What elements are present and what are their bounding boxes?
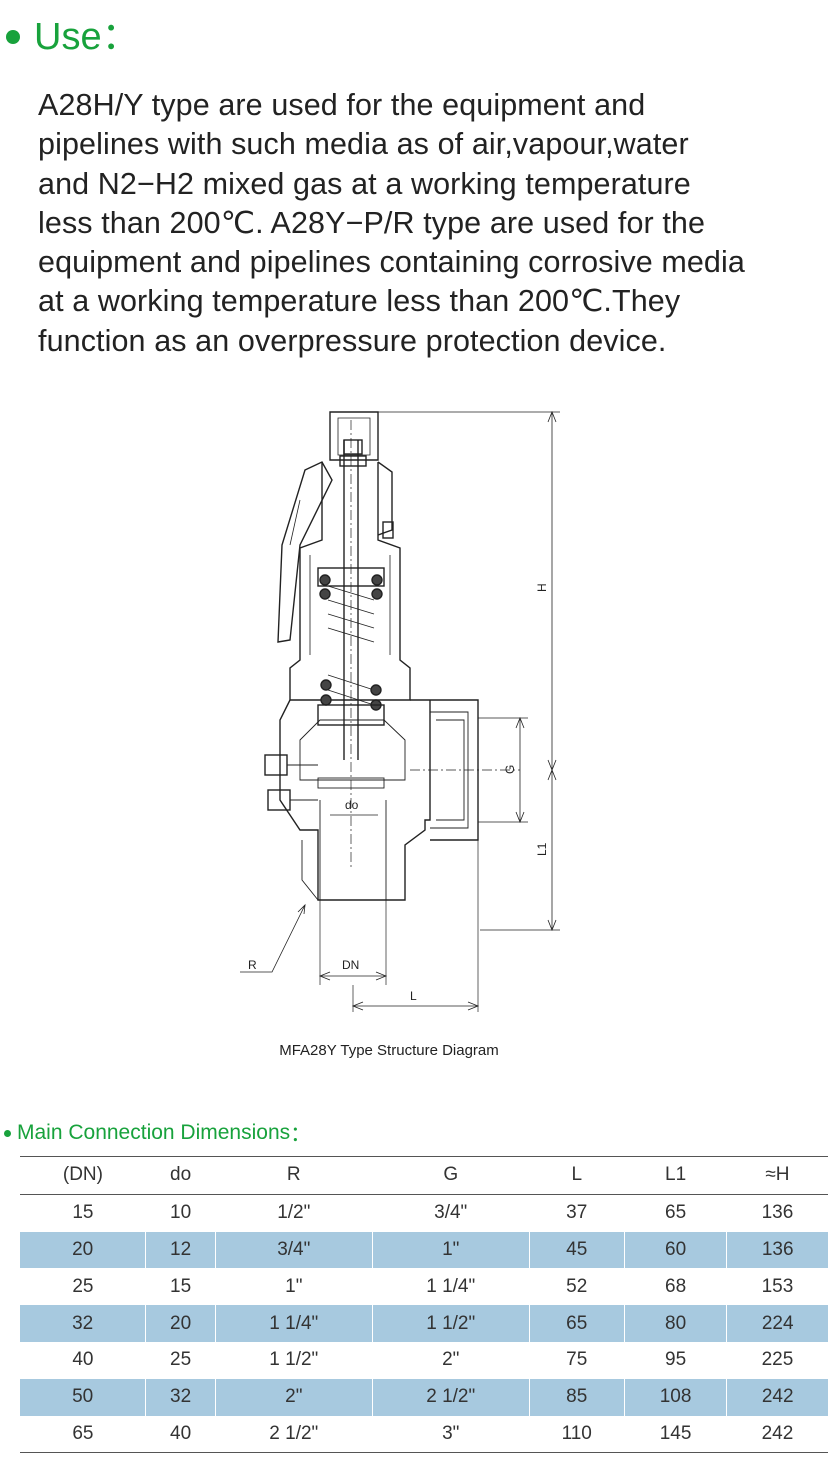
header-l: L [571,1164,583,1186]
table-cell: 80 [624,1305,728,1342]
use-line: function as an overpressure protection d… [38,323,667,358]
table-cell: 3/4" [434,1202,468,1224]
table-cell: 2" [215,1378,373,1416]
table-cell: 1 1/4" [426,1275,476,1297]
table-cell: 75 [566,1349,588,1371]
header-dn: (DN) [62,1164,103,1186]
dimensions-title-colon: ： [290,1123,312,1146]
use-title-colon: ： [101,16,140,58]
header-r: R [286,1164,301,1186]
table-cell: 1 1/2" [269,1349,319,1371]
table-cell: 12 [145,1231,216,1269]
table-cell: 50 [20,1378,147,1416]
valve-structure-diagram: H G L1 do R DN L [240,410,560,1012]
table-cell: 65 [665,1202,687,1224]
use-line: equipment and pipelines containing corro… [38,245,745,280]
use-heading: Use ： [6,14,140,60]
table-row: 50 32 2" 2 1/2" 85 108 242 [20,1378,828,1416]
table-cell: 136 [726,1231,828,1269]
table-cell: 1/2" [277,1202,311,1224]
table-row: 25 15 1" 1 1/4" 52 68 153 [20,1268,828,1305]
label-r: R [248,958,257,972]
table-cell: 52 [566,1275,588,1297]
use-line: less than 200℃. A28Y−P/R type are used f… [38,205,706,240]
table-row: 65 40 2 1/2" 3" 110 145 242 [20,1416,828,1453]
table-cell: 108 [624,1378,728,1416]
use-line: pipelines with such media as of air,vapo… [38,127,689,162]
table-cell: 1" [372,1231,530,1269]
table-cell: 1 1/4" [215,1305,373,1342]
table-cell: 3/4" [215,1231,373,1269]
table-cell: 15 [72,1202,94,1224]
label-l: L [410,989,417,1003]
dimensions-heading: Main Connection Dimensions ： [4,1118,311,1148]
table-cell: 85 [529,1378,625,1416]
table-cell: 20 [145,1305,216,1342]
diagram-caption: MFA28Y Type Structure Diagram [279,1042,499,1059]
table-cell: 224 [726,1305,828,1342]
use-line: A28H/Y type are used for the equipment a… [38,88,646,122]
table-cell: 65 [529,1305,625,1342]
label-do: do [345,798,359,812]
table-cell: 20 [20,1231,147,1269]
bullet-icon [6,30,20,44]
use-line: and N2−H2 mixed gas at a working tempera… [38,166,691,201]
table-row: 15 10 1/2" 3/4" 37 65 136 [20,1194,828,1231]
table-header-row: (DN) do R G L L1 ≈H [20,1156,828,1195]
table-cell: 15 [170,1275,192,1297]
dimensions-table: (DN) do R G L L1 ≈H 15 10 1/2" 3/4" 37 6… [20,1156,828,1453]
table-cell: 60 [624,1231,728,1269]
table-cell: 3" [442,1422,460,1444]
table-cell: 2" [442,1349,460,1371]
header-g: G [443,1164,459,1186]
table-cell: 37 [566,1202,588,1224]
table-cell: 145 [659,1422,692,1444]
header-h: ≈H [765,1164,790,1186]
table-cell: 95 [665,1349,687,1371]
table-cell: 68 [665,1275,687,1297]
header-do: do [170,1164,192,1186]
table-row: 32 20 1 1/4" 1 1/2" 65 80 224 [20,1305,828,1342]
table-cell: 25 [72,1275,94,1297]
table-cell: 32 [145,1378,216,1416]
table-cell: 242 [761,1422,794,1444]
table-cell: 25 [170,1349,192,1371]
header-l1: L1 [665,1164,687,1186]
table-cell: 242 [726,1378,828,1416]
bullet-icon [4,1129,11,1137]
table-cell: 136 [761,1202,794,1224]
table-cell: 65 [72,1422,94,1444]
label-l1: L1 [535,842,549,856]
label-h: H [535,583,549,592]
table-cell: 153 [761,1275,794,1297]
use-description: A28H/Y type are used for the equipment a… [38,86,828,361]
use-title: Use [34,16,102,58]
use-line: at a working temperature less than 200℃.… [38,284,681,319]
table-cell: 1 1/2" [372,1305,530,1342]
table-cell: 1" [285,1275,303,1297]
table-cell: 2 1/2" [269,1422,319,1444]
table-cell: 45 [529,1231,625,1269]
table-cell: 32 [20,1305,147,1342]
table-row: 40 25 1 1/2" 2" 75 95 225 [20,1342,828,1379]
dimensions-title: Main Connection Dimensions [17,1121,291,1144]
table-cell: 2 1/2" [372,1378,530,1416]
label-dn: DN [342,958,359,972]
table-row: 20 12 3/4" 1" 45 60 136 [20,1231,828,1269]
table-cell: 110 [561,1422,592,1444]
table-cell: 40 [72,1349,94,1371]
table-cell: 10 [170,1202,192,1224]
label-g: G [503,765,517,774]
table-cell: 225 [761,1349,794,1371]
table-cell: 40 [170,1422,192,1444]
